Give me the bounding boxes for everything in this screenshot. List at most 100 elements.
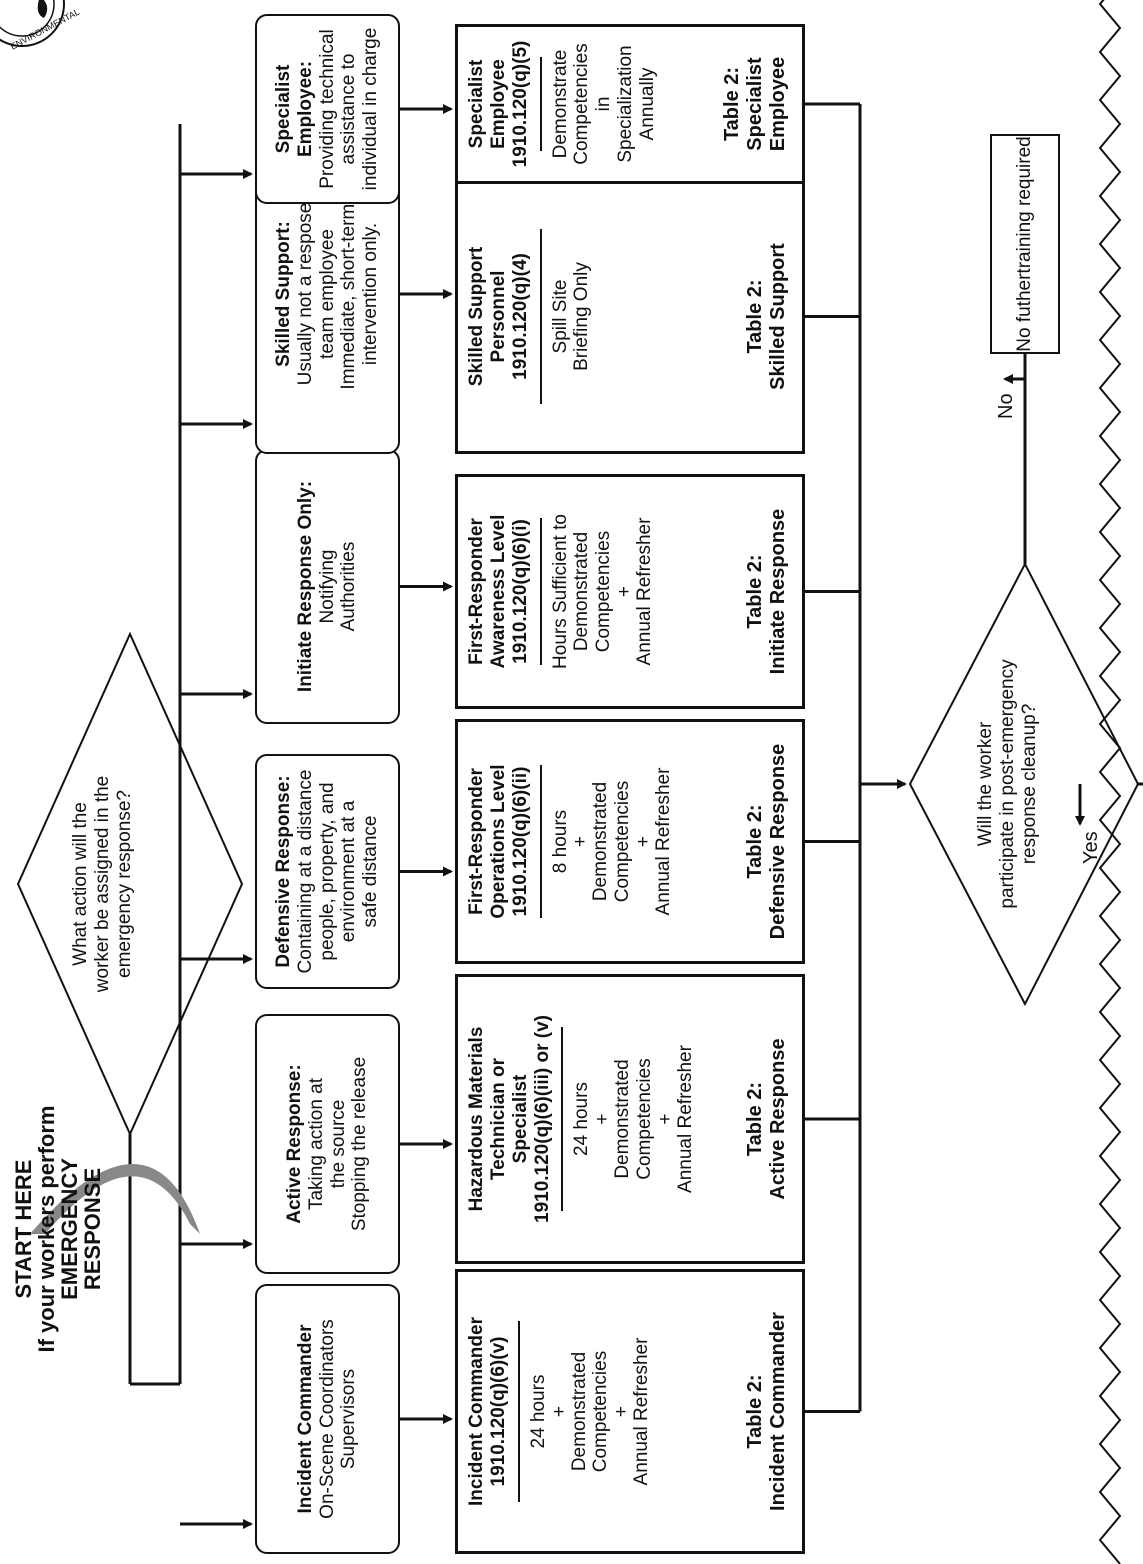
standard-table-ref: Table 2:Specialist Employee [721, 37, 794, 171]
standard-body-line: Demonstrate [549, 49, 571, 159]
standard-head-line: Operations Level [487, 764, 509, 919]
table-ref-line: Incident Commander [767, 1312, 789, 1511]
standard-divider [539, 518, 542, 665]
role-desc-line: Stopping the release [349, 1056, 371, 1232]
decision-line: worker be assigned in the [91, 775, 113, 993]
role-desc-line: Taking action at [305, 1077, 327, 1211]
yes-label: Yes [1080, 831, 1102, 864]
table-ref-line: Table 2: [721, 66, 743, 142]
standard-body-line: Competencies [590, 1350, 612, 1473]
standard-head-line: 1910.120(q)(6)(v) [487, 1336, 509, 1487]
role-desc-line: safe distance [360, 815, 382, 928]
table-ref-line: Table 2: [744, 804, 766, 879]
standard-body-line: Annual Refresher [634, 517, 656, 666]
standard-divider [561, 1026, 564, 1212]
table-ref-line: Defensive Response [767, 743, 789, 940]
standard-head-line: Specialist [466, 59, 487, 149]
standard-body-line: Annual Refresher [653, 767, 675, 916]
table-ref-line: Table 2: [744, 1374, 766, 1449]
role-desc-line: Notifying [316, 549, 338, 624]
role-desc-line: environment at a [338, 800, 360, 943]
torn-edge-line [1098, 0, 1122, 1564]
standard-body-line: Competencies [612, 780, 634, 903]
standard-head-line: Employee [487, 59, 509, 149]
standard-body-line: + [654, 1113, 676, 1125]
role-title: Defensive Response: [272, 775, 294, 968]
standard-body-line: Annually [636, 67, 658, 141]
role-title: Specialist Employee: [272, 60, 316, 158]
role-desc-line: the source [327, 1099, 349, 1189]
start-here-line: START HERE [11, 1159, 36, 1299]
standard-body-line: + [633, 835, 655, 848]
role-desc-line: On-Scene Coordinators [316, 1319, 338, 1519]
table-ref-line: Active Response [767, 1038, 789, 1200]
standard-body-line: 24 hours [527, 1374, 549, 1449]
role-desc-line: individual in charge [360, 27, 382, 191]
curved-arrow-icon [30, 1164, 200, 1234]
standard-head-line: Technician or [487, 1057, 509, 1181]
table-ref-line: Table 2: [744, 279, 766, 354]
standard-head-line: Incident Commander [466, 1317, 487, 1506]
standard-body-line: + [611, 1405, 633, 1418]
role-desc-line: Authorities [338, 541, 360, 632]
start-here-line: RESPONSE [80, 1167, 106, 1291]
role-desc-line: people, property, and [316, 782, 338, 961]
role-title: Initiate Response Only: [294, 480, 316, 693]
role-desc-line: Containing at a distance [294, 769, 316, 974]
standard-head-line: Specialist [509, 1074, 531, 1164]
standard-table-ref: Table 2:Active Response [744, 1038, 794, 1199]
standard-body-line: 8 hours [549, 809, 571, 874]
standard-body-line: Annual Refresher [631, 1337, 653, 1486]
table-ref-line: Specialist Employee [744, 56, 789, 152]
standard-head-line: 1910.120(q)(6)(i) [509, 519, 531, 664]
table-ref-line: Table 2: [744, 1081, 766, 1157]
role-desc-line: Usually not a respose [294, 202, 316, 386]
standard-body-line: Competencies in [571, 43, 615, 165]
decision-line: participate in post-emergency [996, 659, 1018, 909]
decision-line: response cleanup? [1018, 703, 1040, 865]
decision-line: What action will the [70, 802, 91, 966]
standard-body-line: Competencies [634, 1058, 656, 1180]
decision-line: Will the worker [975, 721, 996, 847]
decision-diamond-action [16, 631, 244, 1137]
standard-body-line: + [570, 835, 592, 848]
standard-head-line: First-Responder [466, 768, 487, 915]
standard-body-line: + [548, 1405, 570, 1418]
standard-head-line: Awareness Level [487, 514, 509, 669]
start-here-line: If your workers perform [34, 1105, 60, 1353]
role-desc-line: Immediate, short-term, [338, 198, 360, 390]
standard-divider [539, 764, 542, 919]
role-desc-line: team employee [316, 229, 338, 359]
table-ref-line: Table 2: [744, 554, 766, 629]
table-ref-line: Initiate Response [767, 508, 789, 675]
standard-body-line: 24 hours [571, 1082, 593, 1156]
standard-table-ref: Table 2:Initiate Response [744, 509, 794, 675]
role-box-2: Defensive Response:Containing at a dista… [255, 754, 400, 989]
standard-body-line: Spill Site [549, 279, 571, 354]
start-here-line: EMERGENCY [57, 1158, 83, 1300]
standard-head-line: 1910.120(q)(6)(ii) [509, 766, 531, 917]
standard-body-line: Demonstrated [612, 1059, 634, 1179]
role-title: Skilled Support: [272, 221, 294, 367]
standard-body-line: Briefing Only [571, 262, 593, 371]
no-box-line: No futher [1014, 273, 1036, 352]
standard-body-line: Annual Refresher [674, 1045, 696, 1193]
no-label: No [995, 393, 1017, 419]
standard-head-line: Personnel [487, 270, 509, 363]
standard-body-line: Specialization [615, 45, 637, 163]
standard-head-line: 1910.120(q)(4) [509, 253, 531, 380]
